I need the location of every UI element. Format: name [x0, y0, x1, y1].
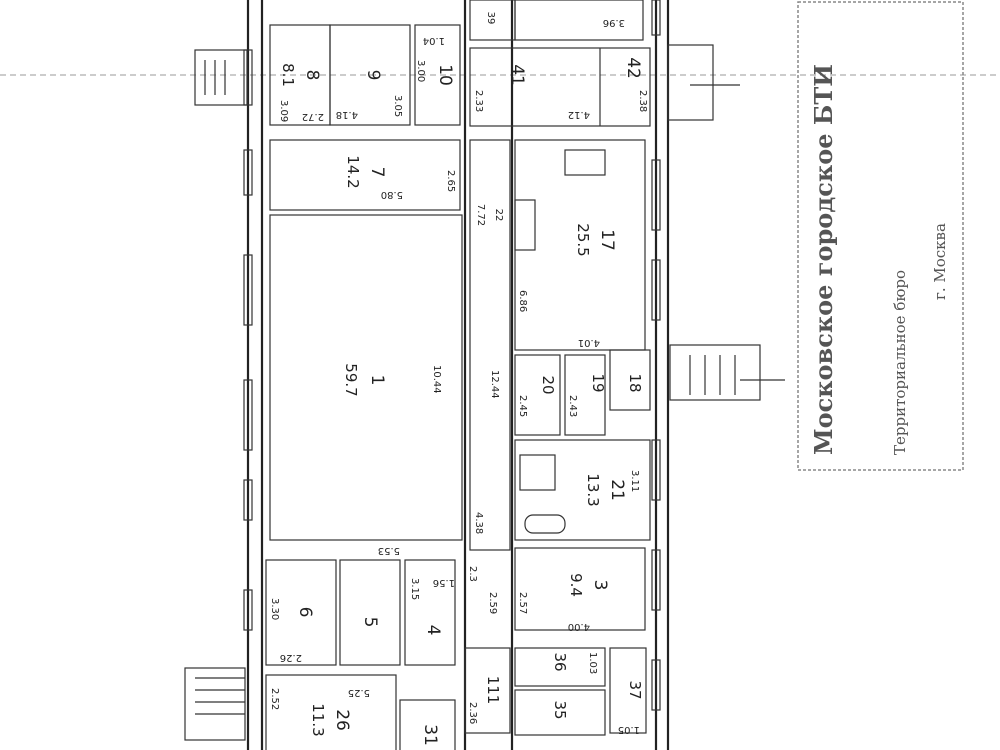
- room-number: 31: [420, 724, 440, 746]
- dimension: 2.72: [302, 111, 324, 122]
- room-4: 4: [423, 625, 443, 636]
- external-stairs: [184, 44, 785, 741]
- dimension: 1.05: [618, 724, 640, 735]
- room-number: 1: [367, 375, 387, 386]
- room-3: 39.4: [567, 573, 610, 597]
- dimension: 3.00: [415, 60, 426, 82]
- room-number: 35: [551, 700, 569, 719]
- room-number: 3: [590, 580, 610, 591]
- room-21: 21 13.3: [584, 473, 627, 506]
- room-number: 19: [589, 373, 607, 392]
- dimension: 2.36: [467, 702, 478, 724]
- dimension: 3.30: [269, 598, 280, 620]
- dimension: 5.53: [378, 545, 400, 556]
- room-area: 14.2: [344, 155, 362, 188]
- dimension: 4.18: [336, 109, 358, 120]
- room-number: 42: [623, 57, 643, 79]
- dimension: 4.00: [568, 621, 590, 632]
- room-number: 6: [295, 607, 315, 618]
- stamp-line-2: Территориальное бюро: [891, 270, 909, 455]
- stamp-line-3: г. Москва: [931, 223, 949, 300]
- room-17: 17 25.5: [574, 223, 617, 256]
- room-35: 35: [551, 700, 569, 719]
- dimension: 4.01: [578, 337, 600, 348]
- room-8: 88.1: [279, 63, 322, 87]
- dimension: 2.3: [467, 566, 478, 582]
- room-number: 21: [607, 479, 627, 501]
- room-26: 26 11.3: [309, 703, 352, 736]
- dimension: 2.59: [487, 592, 498, 614]
- dimension: 2.33: [473, 90, 484, 112]
- dimension: 2.57: [517, 592, 528, 614]
- room-39: 39: [485, 12, 496, 25]
- dimension: 3.09: [278, 100, 289, 122]
- dimension: 1.03: [587, 652, 598, 674]
- room-number: 41: [507, 64, 527, 86]
- room-area: 13.3: [584, 473, 602, 506]
- room-number: 17: [597, 229, 617, 251]
- room-number: 22: [493, 209, 504, 222]
- room-5: 5: [360, 617, 380, 628]
- dimension: 3.96: [603, 17, 625, 28]
- room-111: 111: [484, 676, 502, 705]
- room-9: 9: [363, 70, 383, 81]
- room-number: 10: [435, 64, 455, 86]
- room-41: 41: [507, 64, 527, 86]
- dimension: 5.25: [348, 687, 370, 698]
- room-20: 20: [539, 375, 557, 394]
- dimension: 3.11: [629, 470, 640, 492]
- room-area: 59.7: [342, 363, 360, 396]
- room-area: 9.4: [567, 573, 585, 597]
- dimension: 4.12: [568, 109, 590, 120]
- room-37: 37: [626, 680, 644, 699]
- dimension: 2.45: [517, 395, 528, 417]
- room-1: 159.7: [342, 363, 387, 396]
- bti-stamp: Московское городское БТИ Территориальное…: [797, 1, 964, 471]
- room-number: 37: [626, 680, 644, 699]
- room-22: 227.72: [475, 204, 504, 226]
- room-area: 25.5: [574, 223, 592, 256]
- room-number: 7: [367, 167, 387, 178]
- stamp-line-1: Московское городское БТИ: [809, 64, 838, 455]
- room-36: 36: [551, 652, 569, 671]
- windows: [243, 0, 661, 711]
- dimension-labels: 3.09 2.72 4.18 3.05 3.00 1.04 5.80 2.65 …: [269, 17, 648, 735]
- room-19: 19: [589, 373, 607, 392]
- room-number: 111: [484, 676, 502, 705]
- room-number: 5: [360, 617, 380, 628]
- room-number: 20: [539, 375, 557, 394]
- dimension: 3.15: [409, 578, 420, 600]
- room-7: 714.2: [344, 155, 387, 188]
- dimension: 5.80: [381, 189, 403, 200]
- room-area: 8.1: [279, 63, 297, 87]
- room-10: 10: [435, 64, 455, 86]
- dimension: 1.56: [433, 577, 455, 588]
- dimension: 2.52: [269, 688, 280, 710]
- room-18: 18: [626, 373, 644, 392]
- room-number: 26: [332, 709, 352, 731]
- room-number: 9: [363, 70, 383, 81]
- dimension: 12.44: [489, 370, 500, 399]
- dimension: 4.38: [473, 512, 484, 534]
- dimension: 3.05: [392, 95, 403, 117]
- room-6: 6: [295, 607, 315, 618]
- dimension: 6.86: [517, 290, 528, 312]
- dimension: 1.04: [423, 35, 445, 46]
- room-number: 8: [302, 70, 322, 81]
- room-area: 7.72: [475, 204, 486, 226]
- room-number: 4: [423, 625, 443, 636]
- room-number: 39: [485, 12, 496, 25]
- room-42: 42: [623, 57, 643, 79]
- dimension: 2.43: [567, 395, 578, 417]
- room-number: 36: [551, 652, 569, 671]
- room-number: 18: [626, 373, 644, 392]
- dimension: 2.65: [445, 170, 456, 192]
- room-area: 11.3: [309, 703, 327, 736]
- dimension: 2.38: [637, 90, 648, 112]
- room-31: 31: [420, 724, 440, 746]
- dimension: 2.26: [280, 652, 302, 663]
- dimension: 10.44: [431, 365, 442, 394]
